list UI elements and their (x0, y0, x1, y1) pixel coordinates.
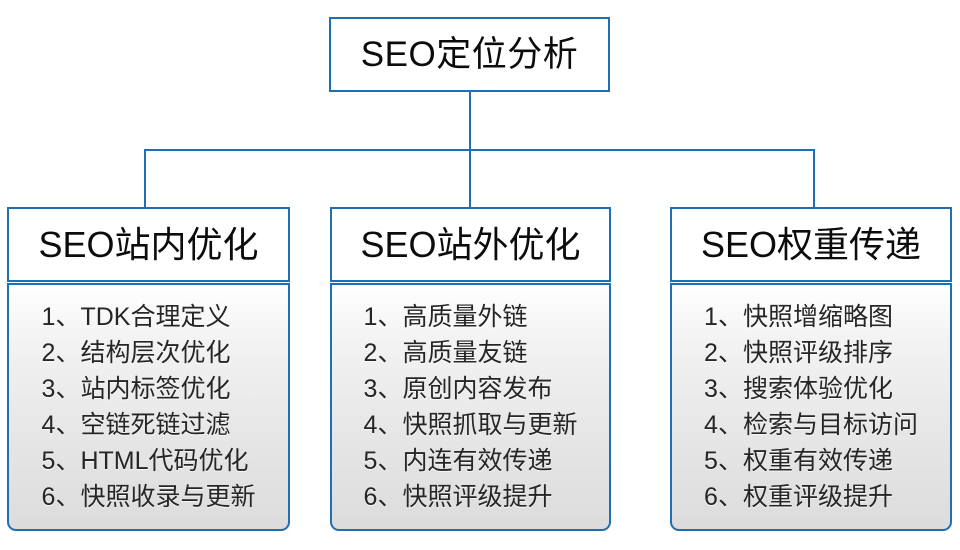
connector-branch-3-stem (813, 149, 815, 208)
list-item: 4、快照抓取与更新 (363, 411, 578, 439)
branch-2-header: SEO站外优化 (330, 207, 611, 282)
list-item: 1、TDK合理定义 (41, 303, 231, 331)
branch-3-header: SEO权重传递 (670, 207, 952, 282)
list-item: 1、高质量外链 (363, 303, 528, 331)
branch-column-1: SEO站内优化 1、TDK合理定义 2、结构层次优化 3、站内标签优化 4、空链… (7, 207, 290, 531)
branch-3-list: 1、快照增缩略图 2、快照评级排序 3、搜索体验优化 4、检索与目标访问 5、权… (670, 283, 952, 531)
list-item: 5、内连有效传递 (363, 447, 553, 475)
branch-2-header-label: SEO站外优化 (360, 223, 581, 265)
list-item: 3、原创内容发布 (363, 375, 553, 403)
connector-branch-1-stem (144, 149, 146, 208)
root-node-label: SEO定位分析 (360, 35, 579, 74)
list-item: 5、权重有效传递 (704, 447, 893, 475)
list-item: 2、快照评级排序 (704, 339, 893, 367)
list-item: 3、站内标签优化 (41, 375, 231, 403)
branch-1-list: 1、TDK合理定义 2、结构层次优化 3、站内标签优化 4、空链死链过滤 5、H… (7, 283, 290, 531)
connector-root-stem (469, 92, 471, 151)
list-item: 6、快照收录与更新 (41, 483, 256, 511)
branch-column-3: SEO权重传递 1、快照增缩略图 2、快照评级排序 3、搜索体验优化 4、检索与… (670, 207, 952, 531)
list-item: 5、HTML代码优化 (41, 447, 249, 475)
branch-1-header: SEO站内优化 (7, 207, 290, 282)
list-item: 4、检索与目标访问 (704, 411, 918, 439)
list-item: 2、高质量友链 (363, 339, 528, 367)
list-item: 6、权重评级提升 (704, 483, 893, 511)
list-item: 3、搜索体验优化 (704, 375, 893, 403)
branch-3-header-label: SEO权重传递 (700, 223, 922, 265)
connector-branch-2-stem (469, 149, 471, 208)
list-item: 6、快照评级提升 (363, 483, 553, 511)
root-node: SEO定位分析 (329, 17, 610, 92)
branch-column-2: SEO站外优化 1、高质量外链 2、高质量友链 3、原创内容发布 4、快照抓取与… (330, 207, 611, 531)
branch-1-header-label: SEO站内优化 (38, 223, 259, 265)
list-item: 4、空链死链过滤 (41, 411, 231, 439)
list-item: 2、结构层次优化 (41, 339, 231, 367)
connector-horizontal-bus (144, 149, 815, 151)
branch-2-list: 1、高质量外链 2、高质量友链 3、原创内容发布 4、快照抓取与更新 5、内连有… (330, 283, 611, 531)
list-item: 1、快照增缩略图 (704, 303, 893, 331)
